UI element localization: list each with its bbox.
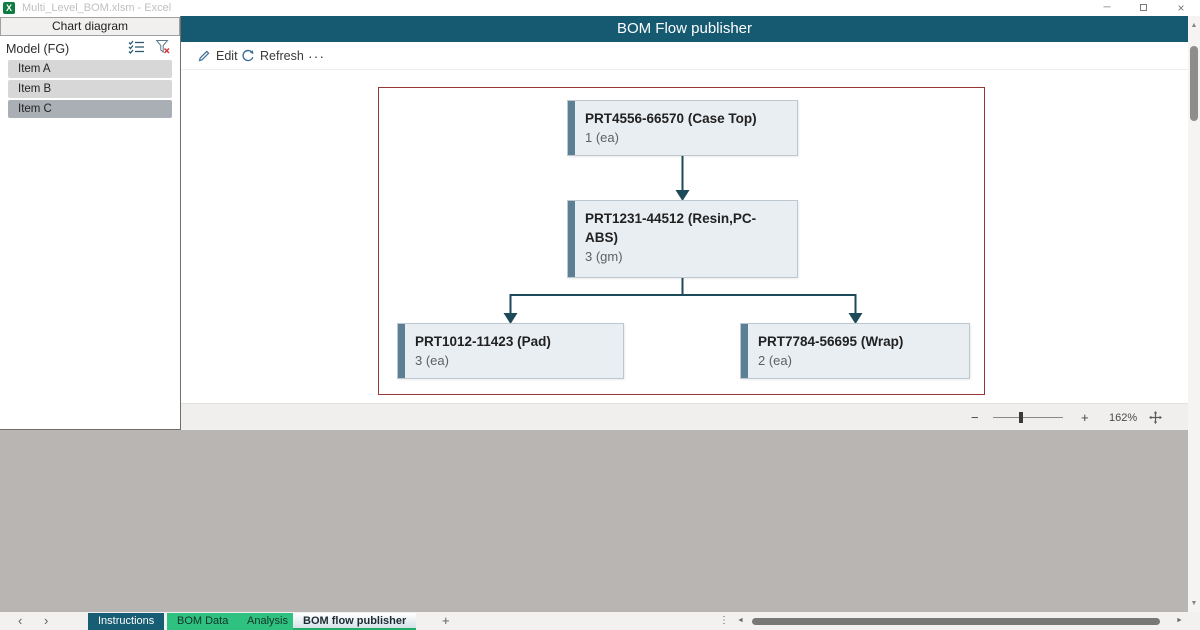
node-accent-bar (741, 324, 748, 378)
node-qty: 2 (ea) (758, 353, 792, 368)
slicer-item-c[interactable]: Item C (8, 100, 172, 118)
horizontal-scroll-thumb[interactable] (752, 618, 1160, 625)
bom-chart-area: PRT4556-66570 (Case Top) 1 (ea) PRT1231-… (181, 70, 1188, 403)
bom-node-wrap[interactable]: PRT7784-56695 (Wrap) 2 (ea) (740, 323, 970, 379)
tab-instructions[interactable]: Instructions (88, 613, 165, 630)
pane-header-chart-diagram: Chart diagram (0, 17, 180, 36)
pan-fit-button[interactable] (1149, 404, 1162, 431)
tab-bom-flow-publisher[interactable]: BOM flow publisher (293, 613, 417, 630)
zoom-bar: − + 162% (181, 403, 1188, 430)
pan-icon (1149, 411, 1162, 424)
node-accent-bar (398, 324, 405, 378)
zoom-level[interactable]: 162% (1109, 411, 1138, 424)
slicer-caption: Model (FG) (6, 42, 70, 56)
zoom-slider[interactable] (993, 404, 1063, 431)
pencil-icon (198, 50, 210, 62)
tab-bom-data[interactable]: BOM Data (167, 613, 239, 630)
scroll-right-icon[interactable]: ► (1176, 617, 1183, 624)
scroll-down-icon[interactable]: ▼ (1190, 600, 1198, 607)
title-bar: X Multi_Level_BOM.xlsm - Excel ─ × (0, 0, 1200, 16)
restore-icon (1139, 4, 1147, 11)
checklist-icon (128, 40, 144, 54)
more-options-button[interactable]: ··· (308, 48, 325, 64)
bom-node-pad[interactable]: PRT1012-11423 (Pad) 3 (ea) (397, 323, 624, 379)
worksheet-canvas (0, 430, 1188, 612)
node-title: PRT7784-56695 (Wrap) (758, 334, 904, 349)
multi-select-icon[interactable] (125, 38, 147, 56)
node-qty: 1 (ea) (585, 130, 619, 145)
slicer-item-a[interactable]: Item A (8, 60, 172, 78)
zoom-slider-thumb[interactable] (1019, 412, 1023, 423)
sheet-tab-bar: ‹ › Instructions BOM Data Analysis BOM f… (0, 612, 1200, 630)
vertical-scrollbar[interactable]: ▲ ▼ (1188, 16, 1200, 612)
minimize-button[interactable]: ─ (1103, 2, 1111, 13)
next-sheet-icon[interactable]: › (44, 613, 49, 628)
node-title: PRT1012-11423 (Pad) (415, 334, 551, 349)
refresh-button[interactable]: Refresh (241, 42, 304, 70)
zoom-in-button[interactable]: + (1081, 410, 1089, 425)
zoom-slider-track[interactable] (993, 412, 1063, 423)
scroll-left-icon[interactable]: ◄ (737, 617, 744, 624)
restore-button[interactable] (1128, 0, 1158, 16)
node-title: PRT4556-66570 (Case Top) (585, 111, 757, 126)
node-title: PRT1231-44512 (Resin,PC-ABS) (585, 211, 757, 245)
refresh-icon (242, 49, 254, 62)
add-sheet-icon[interactable]: + (442, 613, 450, 628)
node-accent-bar (568, 201, 575, 277)
prev-sheet-icon[interactable]: ‹ (18, 613, 23, 628)
slicer-item-b[interactable]: Item B (8, 80, 172, 98)
window-title: Multi_Level_BOM.xlsm - Excel (22, 2, 172, 14)
slicer-pane: Chart diagram Model (FG) Item A Item B I… (0, 16, 181, 430)
bom-node-case-top[interactable]: PRT4556-66570 (Case Top) 1 (ea) (567, 100, 798, 156)
zoom-out-button[interactable]: − (971, 410, 979, 425)
addin-toolbar: Edit Refresh ··· (181, 42, 1188, 70)
refresh-label: Refresh (260, 49, 304, 63)
tab-analysis[interactable]: Analysis (237, 613, 298, 630)
vertical-scroll-thumb[interactable] (1190, 46, 1198, 121)
close-button[interactable]: × (1177, 1, 1185, 15)
clear-filter-icon[interactable] (152, 38, 174, 56)
filter-x-icon (156, 40, 170, 54)
scroll-up-icon[interactable]: ▲ (1190, 22, 1198, 29)
node-accent-bar (568, 101, 575, 155)
splitter-dots-icon[interactable]: ⋮ (719, 615, 729, 626)
edit-label: Edit (216, 49, 238, 63)
edit-button[interactable]: Edit (197, 42, 238, 70)
excel-logo-icon: X (3, 2, 15, 14)
node-qty: 3 (ea) (415, 353, 449, 368)
addin-title-bar: BOM Flow publisher (181, 16, 1188, 42)
node-qty: 3 (gm) (585, 249, 623, 264)
bom-node-resin[interactable]: PRT1231-44512 (Resin,PC-ABS) 3 (gm) (567, 200, 798, 278)
